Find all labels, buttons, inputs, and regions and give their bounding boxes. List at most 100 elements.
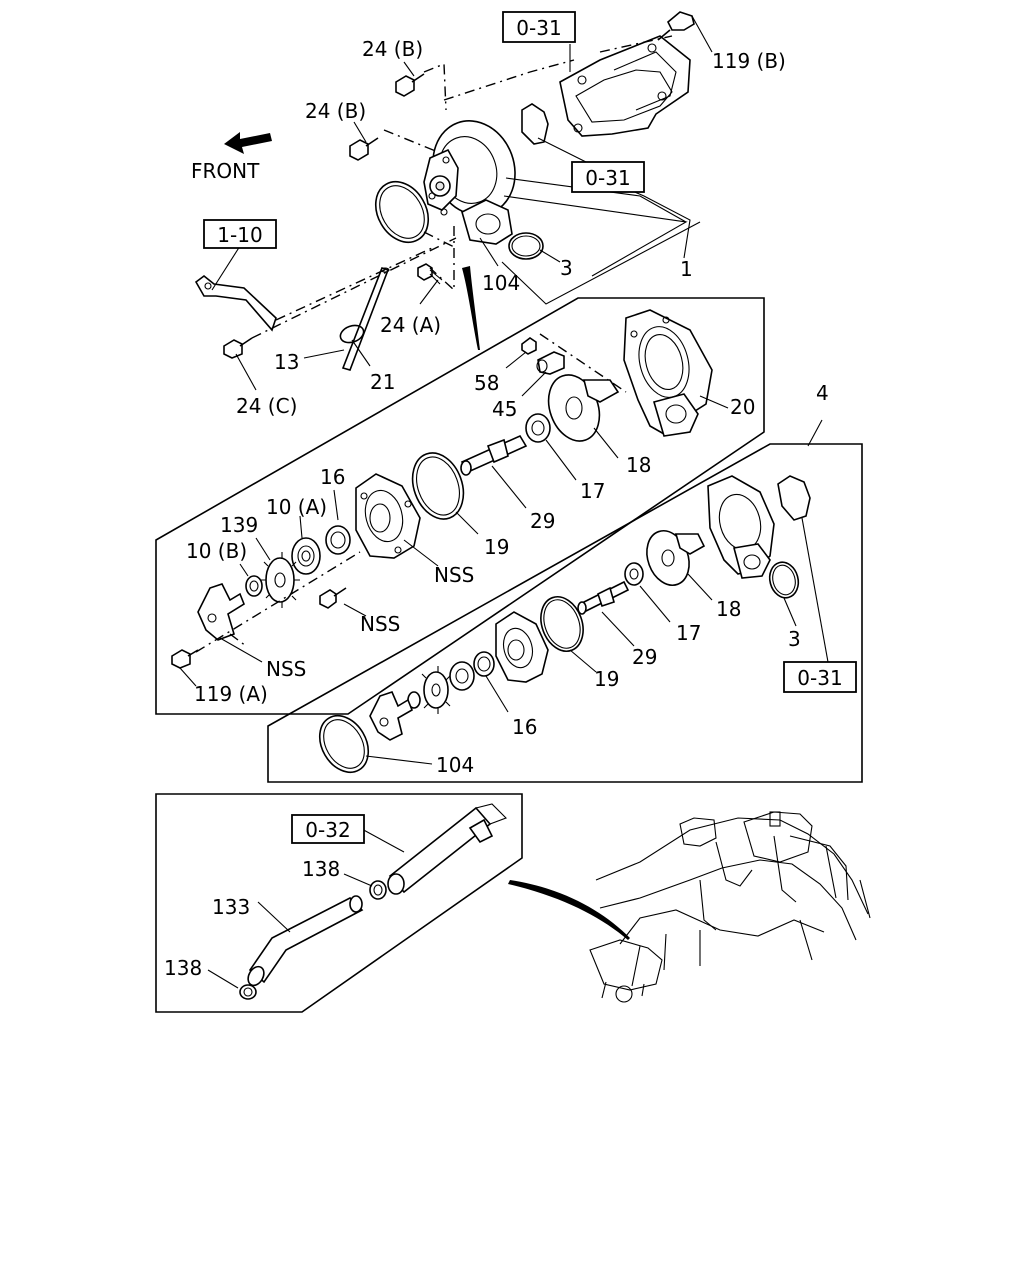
- callout-19: 19: [484, 535, 509, 559]
- bolt-24a: [417, 263, 443, 285]
- callout-24b: 24 (B): [362, 37, 423, 61]
- plug-58: [521, 337, 537, 355]
- pointer-curve-top: [462, 266, 480, 350]
- shaft-29-kit: [577, 580, 630, 615]
- panel-pump-internals: [155, 297, 765, 715]
- bolt-119a: [171, 649, 199, 669]
- pipe-0-32: [387, 803, 507, 895]
- callout-24c: 24 (C): [236, 394, 297, 418]
- panel-hose: [155, 793, 523, 1013]
- ref-label: 1-10: [217, 223, 262, 247]
- callout-104: 104: [436, 753, 474, 777]
- callout-58: 58: [474, 371, 499, 395]
- pump-cover-kit: [707, 475, 775, 579]
- callout-29: 29: [632, 645, 657, 669]
- callout-3: 3: [560, 256, 573, 280]
- ref-label: 0-32: [305, 818, 350, 842]
- pump-body-kit: [495, 611, 549, 683]
- clip-21: [339, 324, 365, 344]
- callout-nss: NSS: [434, 563, 474, 587]
- callout-45: 45: [492, 397, 517, 421]
- bearing-10a: [291, 537, 321, 575]
- shaft-bracket-kit: [369, 691, 414, 741]
- pump-body-nss: [355, 473, 421, 559]
- callout-17: 17: [676, 621, 701, 645]
- ref-box-1-10: 1-10: [203, 219, 277, 249]
- gasket-top: [521, 103, 549, 145]
- water-pump-body: [423, 120, 516, 245]
- front-label: FRONT: [191, 159, 260, 183]
- ref-box-0-31-mid: 0-31: [571, 161, 645, 193]
- callout-4: 4: [816, 381, 829, 405]
- seal-17-kit: [624, 562, 644, 586]
- hose-clamp-138-lower: [239, 984, 257, 1000]
- pipe-13: [341, 267, 390, 371]
- callout-133: 133: [212, 895, 250, 919]
- callout-139: 139: [220, 513, 258, 537]
- seal-16-top: [325, 525, 351, 555]
- callout-119b: 119 (B): [712, 49, 786, 73]
- gasket-kit: [777, 475, 811, 521]
- ref-box-0-31-top: 0-31: [502, 11, 576, 43]
- shaft-29-top: [460, 434, 528, 476]
- callout-24b: 24 (B): [305, 99, 366, 123]
- impeller-18-kit: [646, 530, 706, 586]
- ref-box-0-32: 0-32: [291, 814, 365, 844]
- pointer-curve-hose: [508, 880, 630, 940]
- callout-18: 18: [716, 597, 741, 621]
- bolt-24c: [223, 337, 253, 359]
- ref-label: 0-31: [585, 166, 630, 190]
- callout-138: 138: [302, 857, 340, 881]
- bolt-24b-lower: [349, 137, 379, 161]
- callout-104: 104: [482, 271, 520, 295]
- bearing-kit: [449, 661, 475, 691]
- callout-3: 3: [788, 627, 801, 651]
- o-ring-19-kit: [540, 596, 584, 652]
- callout-119a: 119 (A): [194, 682, 268, 706]
- shaft-bracket-nss: [197, 583, 245, 641]
- seal-17-top: [525, 413, 551, 443]
- bolt-nss: [319, 587, 347, 609]
- callout-21: 21: [370, 370, 395, 394]
- callout-17: 17: [580, 479, 605, 503]
- bearing-10b: [245, 575, 263, 597]
- bolt-24b-upper: [395, 73, 425, 97]
- callout-nss: NSS: [360, 612, 400, 636]
- callout-24a: 24 (A): [380, 313, 441, 337]
- callout-29: 29: [530, 509, 555, 533]
- o-ring-19-top: [411, 452, 465, 520]
- ref-label: 0-31: [797, 666, 842, 690]
- bracket-1-10: [194, 274, 277, 332]
- callout-nss: NSS: [266, 657, 306, 681]
- hose-clamp-138-upper: [369, 880, 387, 900]
- callout-13: 13: [274, 350, 299, 374]
- seal-16-kit: [473, 651, 495, 677]
- bolt-119b: [657, 11, 695, 41]
- ref-label: 0-31: [516, 16, 561, 40]
- callout-16: 16: [512, 715, 537, 739]
- callout-16: 16: [320, 465, 345, 489]
- callout-10a: 10 (A): [266, 495, 327, 519]
- panel-pump-kit-4: [267, 443, 863, 783]
- callout-138: 138: [164, 956, 202, 980]
- o-ring-104-top: [374, 181, 430, 243]
- callout-20: 20: [730, 395, 755, 419]
- callout-1: 1: [680, 257, 693, 281]
- o-ring-104-kit: [318, 714, 370, 774]
- front-arrow-icon: [224, 132, 272, 154]
- o-ring-3-top: [508, 232, 544, 260]
- leader-lines: [179, 15, 829, 989]
- o-ring-3-kit: [768, 561, 800, 599]
- hose-133: [247, 895, 364, 987]
- gear-kit: [421, 666, 451, 714]
- callout-18: 18: [626, 453, 651, 477]
- ref-box-0-31-kit: 0-31: [783, 661, 857, 693]
- callout-19: 19: [594, 667, 619, 691]
- seal-45: [536, 351, 565, 375]
- gear-139: [260, 552, 300, 608]
- callout-10b: 10 (B): [186, 539, 247, 563]
- impeller-18-top: [547, 374, 620, 442]
- pump-cover-20: [623, 309, 713, 437]
- engine-sketch: [589, 811, 871, 1003]
